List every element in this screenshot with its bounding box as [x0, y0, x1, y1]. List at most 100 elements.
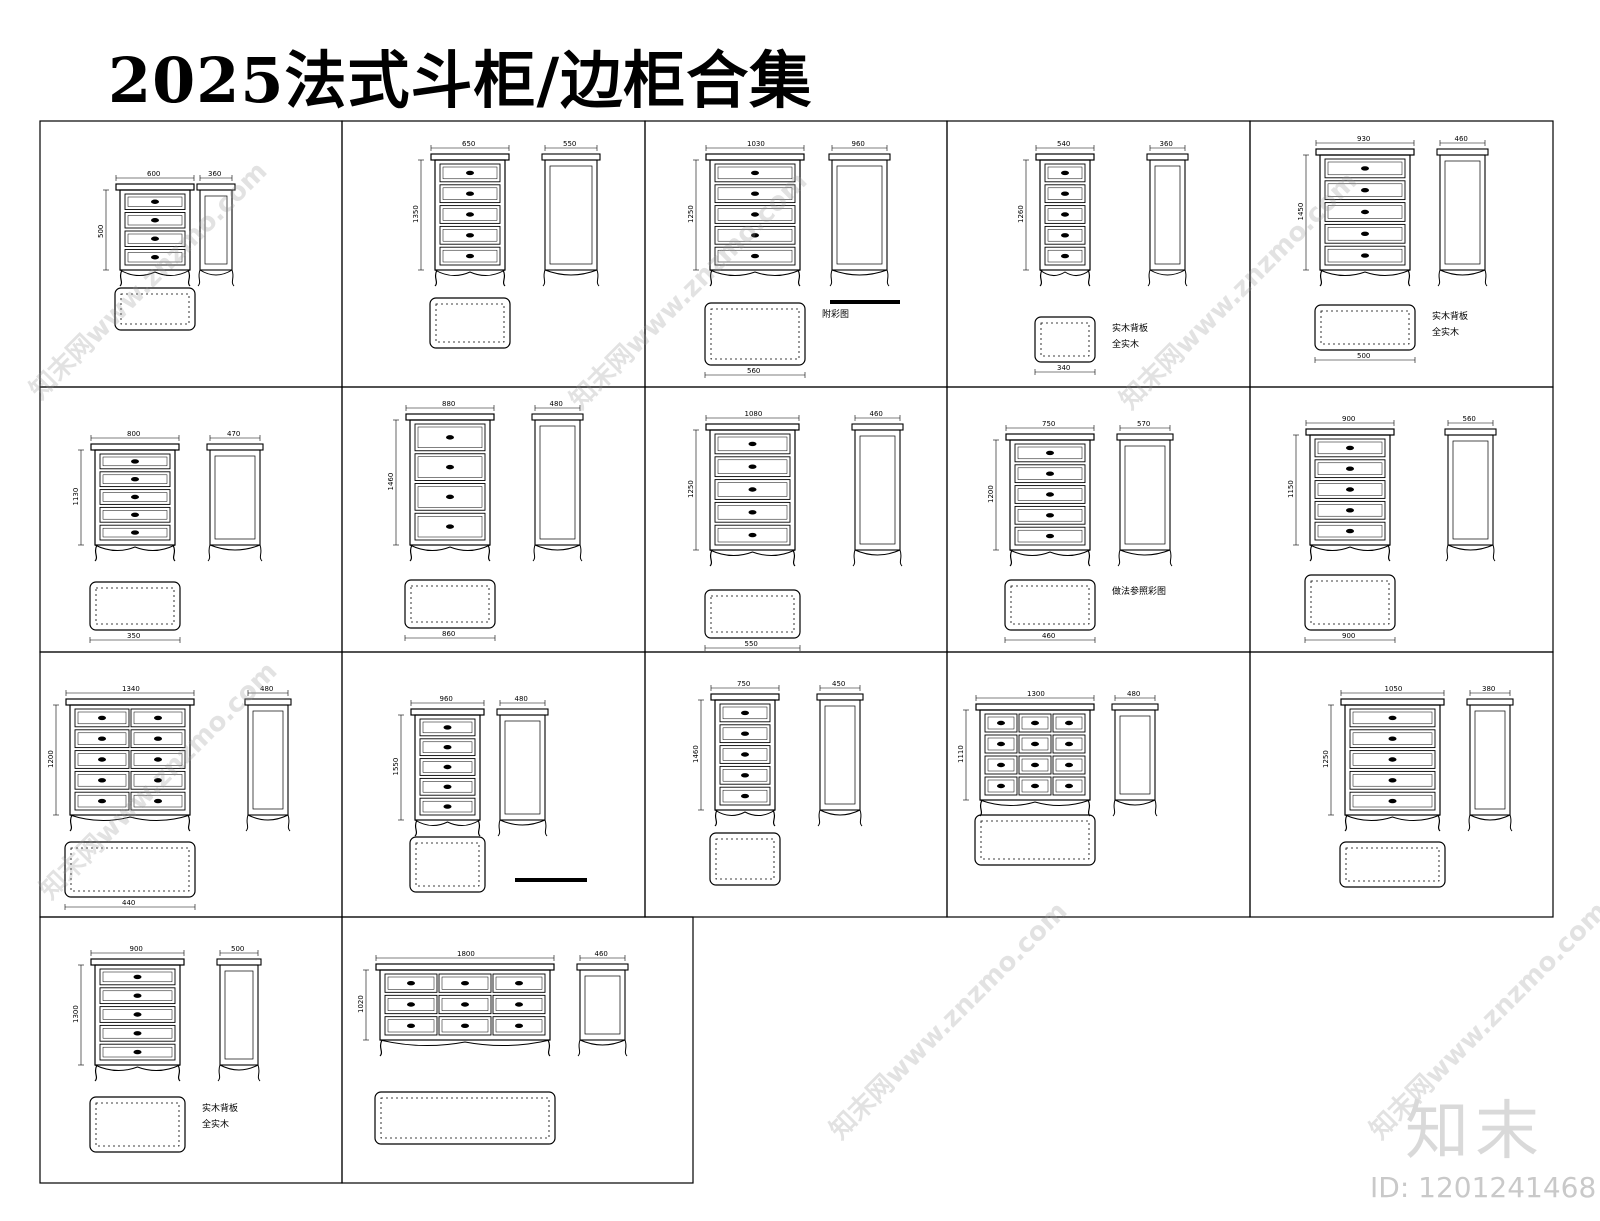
drawer-panel — [417, 456, 483, 478]
cabinet-body — [714, 699, 776, 811]
drawer-handle — [1046, 471, 1054, 476]
drawer — [99, 1006, 176, 1023]
drawer-panel — [102, 492, 168, 502]
side-body — [219, 964, 259, 1066]
drawer-handle — [466, 191, 474, 196]
note-label: 附彩图 — [822, 308, 849, 320]
drawer-panel — [1047, 166, 1083, 180]
note-label: 全实木 — [202, 1118, 229, 1130]
drawer-handle — [1361, 231, 1369, 236]
dimension-label: 360 — [208, 170, 221, 178]
drawer — [439, 184, 501, 204]
cabinet-leg — [409, 544, 491, 562]
side-body — [1114, 709, 1156, 801]
plan-outline — [1004, 579, 1096, 631]
dimension-label: 960 — [440, 695, 453, 703]
dimension-label: 570 — [1137, 420, 1150, 428]
watermark-logo: 知末 — [1405, 1095, 1545, 1169]
note-label: 做法参照彩图 — [1112, 585, 1166, 597]
drawer — [1324, 202, 1406, 222]
drawer-handle — [154, 736, 162, 741]
drawer-handle — [98, 736, 106, 741]
drawer-handle — [748, 441, 757, 447]
drawer-handle — [98, 715, 106, 721]
drawer-panel — [1327, 248, 1403, 263]
drawer — [438, 1016, 492, 1036]
drawer-panel — [717, 229, 793, 242]
watermark-id: ID: 1201241468 — [1370, 1171, 1597, 1204]
drawer-panel — [1352, 753, 1433, 766]
cabinet-leg — [1009, 549, 1091, 567]
drawer-handle — [1031, 762, 1039, 768]
drawer-handle — [446, 435, 454, 440]
drawer-handle — [1346, 487, 1354, 492]
drawer-handle — [741, 731, 749, 736]
cabinet-apron — [714, 809, 776, 816]
drawer-handle — [751, 233, 759, 238]
dimension-label: 440 — [122, 899, 135, 907]
dimension-label: 460 — [1042, 632, 1055, 640]
cabinet-top — [65, 698, 195, 706]
drawer — [1324, 180, 1406, 201]
drawer — [438, 973, 492, 993]
side-body — [199, 189, 233, 271]
drawer-handle — [997, 783, 1005, 789]
cabinet-apron — [1344, 814, 1441, 821]
dimension-label: 470 — [227, 430, 240, 438]
cabinet-leg — [1309, 544, 1391, 562]
side-top — [1436, 148, 1489, 156]
drawer-handle — [751, 212, 759, 217]
side-leg — [1147, 269, 1188, 287]
panel-frame — [341, 916, 694, 1184]
drawer-panel — [495, 998, 543, 1011]
drawer — [1052, 713, 1086, 733]
drawer-panel — [102, 990, 173, 1001]
drawer-handle — [1061, 170, 1069, 176]
panel-frame — [946, 386, 1251, 653]
panel-frame — [341, 651, 646, 918]
drawer-handle — [751, 191, 759, 196]
drawer — [439, 225, 501, 245]
side-leg — [245, 814, 291, 832]
drawer — [719, 765, 771, 785]
drawer-handle — [1388, 798, 1397, 804]
drawer-panel — [1047, 229, 1083, 242]
drawer-panel — [722, 706, 768, 720]
drawer-panel — [422, 721, 473, 734]
dimension-label: 960 — [852, 140, 865, 148]
cabinet-body — [1009, 439, 1091, 551]
side-panel — [252, 710, 284, 810]
drawer — [719, 786, 771, 806]
drawer — [74, 791, 130, 811]
plan-inner — [95, 587, 175, 625]
side-body — [819, 699, 861, 811]
dimension-label: 480 — [1127, 690, 1140, 698]
cabinet-top — [705, 423, 800, 431]
drawer-panel — [102, 1046, 173, 1058]
side-top — [1466, 698, 1514, 706]
dimension-label: 480 — [260, 685, 273, 693]
side-panel — [504, 720, 541, 815]
drawer — [1314, 500, 1386, 520]
side-leg — [1437, 269, 1488, 287]
cabinet-top — [710, 693, 780, 701]
cabinet-apron — [434, 269, 506, 276]
drawer — [439, 205, 501, 224]
drawer — [99, 968, 176, 986]
drawer — [1044, 184, 1086, 204]
side-panel — [1124, 445, 1166, 545]
drawer-panel — [722, 769, 768, 782]
drawer-panel — [717, 482, 788, 497]
plan-inner — [1310, 580, 1390, 625]
drawer-handle — [751, 253, 759, 259]
drawer-handle — [997, 762, 1005, 768]
drawer-handle — [133, 1049, 142, 1055]
drawer-handle — [1065, 720, 1073, 726]
drawer-handle — [1361, 209, 1369, 215]
drawer-handle — [1061, 233, 1069, 238]
drawer-handle — [1061, 191, 1069, 196]
drawer-panel — [717, 208, 793, 221]
